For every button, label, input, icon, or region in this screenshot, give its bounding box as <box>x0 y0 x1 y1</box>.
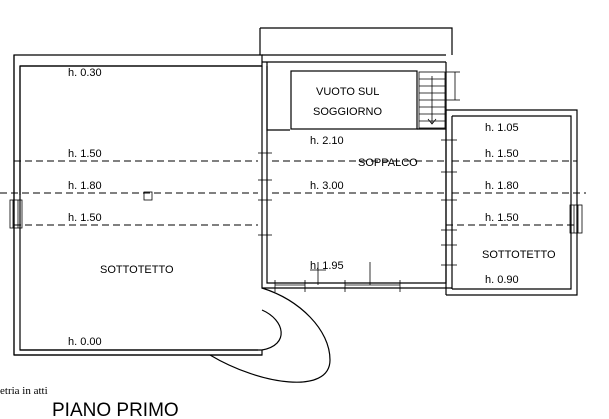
height-label: h. 0.90 <box>485 274 519 286</box>
height-label: h. 1.50 <box>68 212 102 224</box>
room-label-sottotetto-right: SOTTOTETTO <box>482 249 556 261</box>
room-label-soppalco: SOPPALCO <box>358 157 418 169</box>
height-label: h. 3.00 <box>310 180 344 192</box>
room-label-sottotetto-left: SOTTOTETTO <box>100 264 174 276</box>
note-text: etria in atti <box>0 385 48 397</box>
room-labels: VUOTO SUL SOGGIORNO SOPPALCO SOTTOTETTO … <box>100 86 556 276</box>
height-label: h. 0.00 <box>68 336 102 348</box>
height-label: h. 1.50 <box>485 148 519 160</box>
room-label-vuoto-2: SOGGIORNO <box>313 106 383 118</box>
height-labels: h. 0.30 h. 1.50 h. 1.80 h. 1.50 h. 0.00 … <box>68 67 519 348</box>
room-label-vuoto-1: VUOTO SUL <box>316 86 379 98</box>
height-label: h. 1.50 <box>485 212 519 224</box>
height-label: h. 1.05 <box>485 122 519 134</box>
plan-title: PIANO PRIMO <box>52 400 179 419</box>
height-lines <box>0 160 586 226</box>
height-label: h. 2.10 <box>310 135 344 147</box>
height-label: h. 1.95 <box>310 260 344 272</box>
walls <box>13 27 578 383</box>
height-label: h. 1.50 <box>68 148 102 160</box>
height-label: h. 1.80 <box>485 180 519 192</box>
height-label: h. 0.30 <box>68 67 102 79</box>
windows <box>9 71 583 292</box>
height-label: h. 1.80 <box>68 180 102 192</box>
